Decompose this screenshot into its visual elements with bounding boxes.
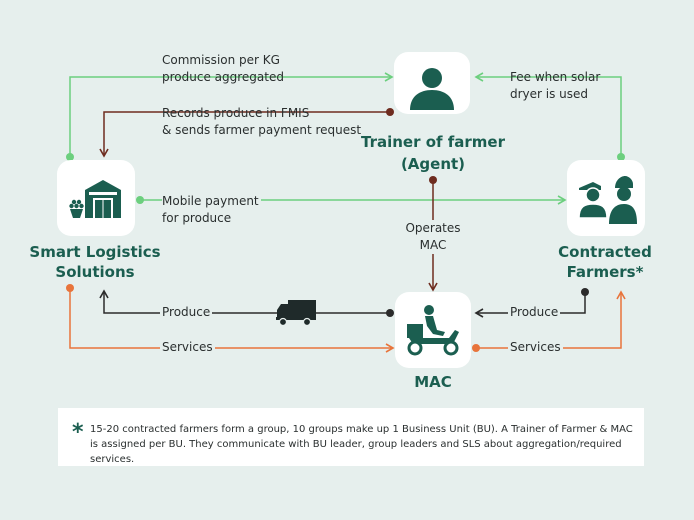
label-mac: MAC	[414, 373, 452, 391]
label-farmers-line2: Farmers*	[566, 263, 644, 281]
edge-label-commission-line1: Commission per KG	[162, 53, 280, 67]
edge-label-records-line1: Records produce in FMIS	[162, 106, 310, 120]
label-farmers-line1: Contracted	[558, 243, 652, 261]
edge-label-records-line2: & sends farmer payment request	[162, 123, 362, 137]
node-farmers	[567, 160, 645, 236]
edge-label-mobile-payment-line1: Mobile payment	[162, 194, 259, 208]
edge-commission	[66, 72, 394, 161]
warehouse-icon	[69, 180, 121, 218]
edge-label-produce-left: Produce	[160, 304, 213, 321]
label-farmers: Contracted Farmers*	[530, 242, 680, 282]
label-trainer: Trainer of farmer (Agent)	[353, 132, 513, 174]
edge-services-left	[66, 284, 395, 353]
edge-produce-left	[99, 289, 394, 317]
label-sls: Smart Logistics Solutions	[20, 242, 170, 282]
edge-label-mobile-payment-line2: for produce	[162, 211, 232, 225]
edge-label-operates-line1: Operates	[405, 221, 461, 235]
node-sls	[57, 160, 135, 236]
label-sls-line1: Smart Logistics	[29, 243, 161, 261]
label-sls-line2: Solutions	[55, 263, 135, 281]
edge-fee	[474, 72, 625, 161]
edge-label-commission: Commission per KG produce aggregated	[162, 52, 284, 86]
node-mac	[395, 292, 471, 368]
footnote-text: 15-20 contracted farmers form a group, 1…	[90, 424, 633, 465]
edge-label-services-left: Services	[160, 339, 215, 356]
delivery-scooter-icon	[407, 305, 459, 356]
edge-label-operates-line2: MAC	[419, 238, 447, 252]
label-trainer-line2: (Agent)	[400, 155, 466, 173]
edge-records	[99, 108, 394, 158]
footnote-asterisk: *	[72, 420, 84, 445]
edge-label-commission-line2: produce aggregated	[162, 70, 284, 84]
label-trainer-line1: Trainer of farmer	[360, 133, 506, 151]
truck-icon	[276, 300, 316, 327]
edge-label-produce-right: Produce	[508, 304, 561, 321]
edge-label-mobile-payment: Mobile payment for produce	[162, 193, 261, 227]
farmers-group-icon	[578, 176, 637, 224]
edge-label-records: Records produce in FMIS & sends farmer p…	[162, 105, 361, 139]
node-trainer	[394, 52, 470, 114]
edge-label-fee-line1: Fee when solar	[510, 70, 601, 84]
edge-label-operates: Operates MAC	[398, 220, 468, 254]
edge-label-fee-line2: dryer is used	[510, 87, 589, 101]
person-icon	[410, 68, 454, 110]
footnote-box: * 15-20 contracted farmers form a group,…	[58, 408, 644, 466]
edge-label-fee: Fee when solar dryer is used	[510, 69, 600, 103]
edge-label-services-right: Services	[508, 339, 563, 356]
